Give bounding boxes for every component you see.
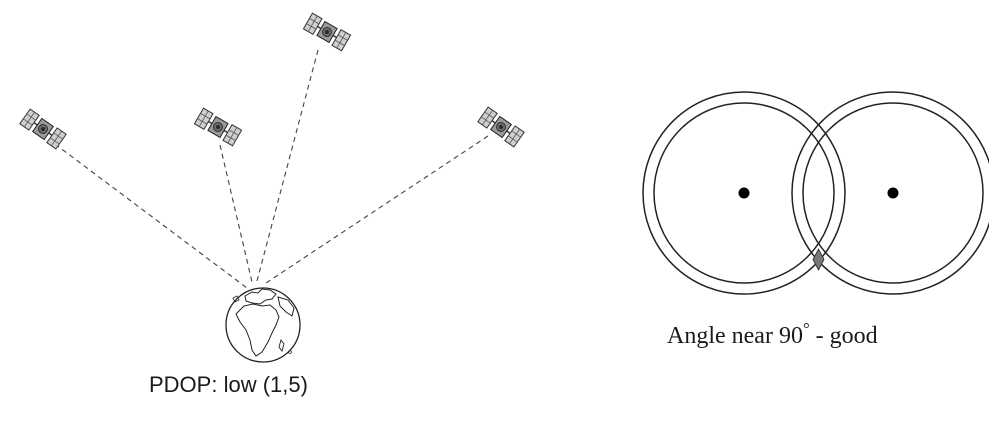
satellite-4-icon xyxy=(477,106,525,148)
pdop-caption: PDOP: low (1,5) xyxy=(149,372,308,397)
satellite-position-dot-left xyxy=(738,187,750,199)
sight-line-4 xyxy=(265,135,489,284)
satellite-2-icon xyxy=(193,107,243,147)
satellite-3-icon xyxy=(302,12,352,52)
satellite-1-icon xyxy=(19,108,67,150)
circle-left-inner xyxy=(653,102,835,284)
position-circles xyxy=(642,91,989,295)
circle-right-outer xyxy=(791,91,989,295)
sight-line-2 xyxy=(219,144,253,283)
circle-right-inner xyxy=(802,102,984,284)
angle-caption-text: Angle near 90 xyxy=(667,323,803,349)
angle-caption: Angle near 90° - good xyxy=(667,319,878,350)
sight-line-3 xyxy=(256,49,319,282)
globe-icon xyxy=(225,287,301,363)
angle-caption-suffix: - good xyxy=(809,323,878,349)
satellite-position-dot-right xyxy=(887,187,899,199)
sight-line-1 xyxy=(54,143,248,289)
line-of-sight-lines xyxy=(54,49,489,289)
intersection-area-marker xyxy=(812,248,825,271)
degree-symbol: ° xyxy=(802,319,810,338)
circle-left-outer xyxy=(642,91,846,295)
